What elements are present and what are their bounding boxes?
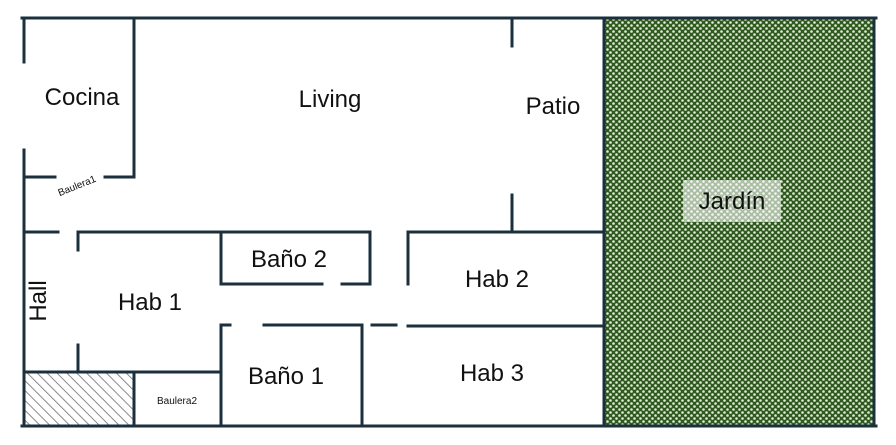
garden-label-backdrop	[683, 180, 781, 222]
interior-walls	[22, 16, 606, 428]
room-label-hab2: Hab 2	[465, 266, 529, 293]
room-label-baulera1: Baulera1	[57, 174, 99, 199]
room-label-patio: Patio	[526, 93, 581, 120]
room-label-hall: Hall	[25, 280, 52, 321]
hatched-storage-block	[24, 372, 135, 426]
room-label-jardin: Jardín	[699, 188, 766, 215]
room-label-bano2: Baño 2	[251, 246, 327, 273]
room-label-bano1: Baño 1	[248, 363, 324, 390]
room-label-living: Living	[299, 86, 362, 113]
room-label-hab1: Hab 1	[118, 289, 182, 316]
room-label-baulera2: Baulera2	[157, 396, 197, 407]
outer-walls	[20, 16, 878, 428]
room-label-hab3: Hab 3	[460, 360, 524, 387]
room-label-cocina: Cocina	[45, 84, 120, 111]
